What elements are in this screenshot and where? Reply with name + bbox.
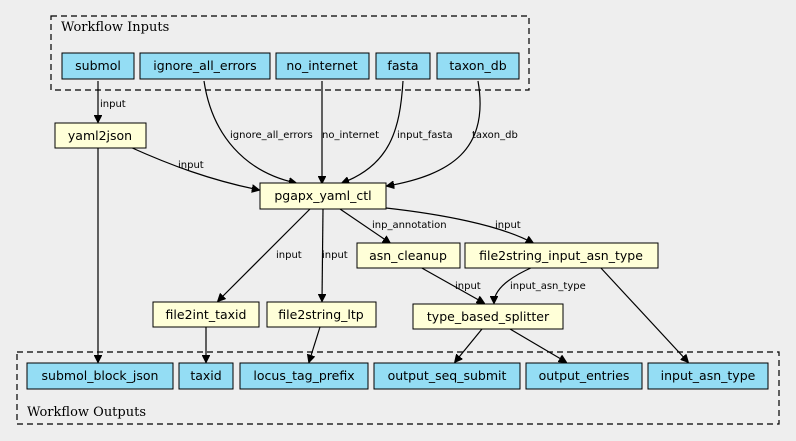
svg-text:type_based_splitter: type_based_splitter [427,309,550,324]
svg-text:ignore_all_errors: ignore_all_errors [153,58,256,73]
edge-pgapx-file2string-ltp: input [322,208,348,301]
svg-text:no_internet: no_internet [286,58,357,73]
edge-fasta-pgapx: input_fasta [342,80,453,183]
svg-text:no_internet: no_internet [322,130,379,141]
svg-text:input: input [495,220,521,231]
svg-text:input_fasta: input_fasta [397,130,453,141]
svg-text:input: input [100,99,126,110]
node-output-entries[interactable]: output_entries [525,362,643,390]
svg-text:locus_tag_prefix: locus_tag_prefix [253,368,354,383]
edge-pgapx-file2int-taxid: input [218,208,311,301]
workflow-inputs-cluster: Workflow Inputs [50,15,530,91]
svg-text:input: input [322,250,348,261]
svg-text:taxon_db: taxon_db [472,130,518,141]
svg-text:input: input [178,160,204,171]
workflow-outputs-cluster: Workflow Outputs [16,351,780,425]
node-taxon-db[interactable]: taxon_db [436,52,520,80]
edges: input ignore_all_errors no_internet inpu… [98,80,688,362]
edge-pgapx-asn-cleanup: inp_annotation [339,208,447,243]
node-no-internet[interactable]: no_internet [275,52,370,80]
edge-splitter-output-entries [509,328,566,362]
node-pgapx-yaml-ctl[interactable]: pgapx_yaml_ctl [259,182,387,210]
node-output-seq-submit[interactable]: output_seq_submit [373,362,521,390]
node-yaml2json[interactable]: yaml2json [54,122,147,149]
node-taxid[interactable]: taxid [178,362,234,390]
svg-text:taxon_db: taxon_db [449,58,506,73]
svg-text:input_asn_type: input_asn_type [661,368,756,383]
svg-text:submol_block_json: submol_block_json [42,368,159,383]
edge-pgapx-file2string-input-asn-type: input [385,207,533,243]
node-input-asn-type[interactable]: input_asn_type [647,362,769,390]
node-type-based-splitter[interactable]: type_based_splitter [412,303,564,330]
node-submol[interactable]: submol [61,52,135,80]
workflow-outputs-label: Workflow Outputs [27,405,146,420]
node-locus-tag-prefix[interactable]: locus_tag_prefix [239,362,369,390]
svg-text:input_asn_type: input_asn_type [510,281,586,292]
node-fasta[interactable]: fasta [375,52,431,80]
svg-text:pgapx_yaml_ctl: pgapx_yaml_ctl [274,188,371,203]
svg-text:file2string_input_asn_type: file2string_input_asn_type [479,248,643,263]
svg-text:yaml2json: yaml2json [68,128,132,143]
node-file2string-input-asn-type[interactable]: file2string_input_asn_type [464,242,659,269]
edge-submol-yaml2json: input [98,81,126,122]
svg-text:asn_cleanup: asn_cleanup [369,248,447,263]
svg-text:file2int_taxid: file2int_taxid [166,307,247,322]
edge-taxondb-pgapx: taxon_db [387,80,518,186]
svg-text:ignore_all_errors: ignore_all_errors [230,130,313,141]
edge-yaml2json-pgapx: input [129,146,259,190]
edge-nointernet-pgapx: no_internet [322,81,379,183]
svg-text:input: input [455,281,481,292]
svg-text:inp_annotation: inp_annotation [372,220,447,231]
node-asn-cleanup[interactable]: asn_cleanup [356,242,461,269]
edge-file2string-ltp-locus-tag-prefix [309,326,321,362]
edge-file2string-asn-input-asn-type [599,266,688,362]
svg-text:taxid: taxid [190,368,221,383]
node-submol-block-json[interactable]: submol_block_json [26,362,174,390]
svg-text:output_seq_submit: output_seq_submit [388,368,507,383]
edge-file2string-asn-splitter: input_asn_type [494,266,586,303]
edge-asn-cleanup-splitter: input [419,266,484,303]
node-file2int-taxid[interactable]: file2int_taxid [152,301,260,328]
node-file2string-ltp[interactable]: file2string_ltp [266,301,377,328]
node-ignore-all-errors[interactable]: ignore_all_errors [139,52,271,80]
edge-ignore-pgapx: ignore_all_errors [203,80,313,183]
workflow-inputs-label: Workflow Inputs [61,20,169,35]
svg-text:file2string_ltp: file2string_ltp [278,307,363,322]
svg-text:fasta: fasta [387,58,418,73]
svg-text:submol: submol [75,58,121,73]
edge-splitter-output-seq-submit [455,328,483,362]
svg-text:input: input [276,250,302,261]
svg-text:output_entries: output_entries [539,368,630,383]
